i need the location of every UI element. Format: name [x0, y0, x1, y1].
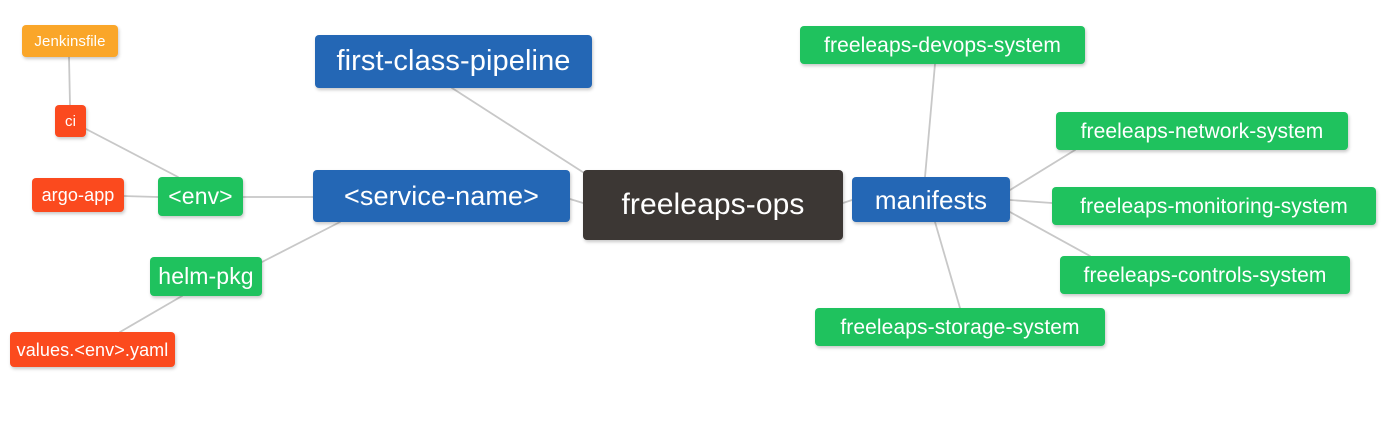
node-argo-app[interactable]: argo-app	[32, 178, 124, 212]
node-label-values-env-yaml: values.<env>.yaml	[16, 339, 169, 360]
edge-manifests-to-freeleaps-devops-system	[924, 63, 936, 178]
node-ci[interactable]: ci	[55, 105, 86, 137]
node-label-service-name: <service-name>	[344, 180, 539, 211]
node-label-helm-pkg: helm-pkg	[158, 263, 254, 289]
node-manifests[interactable]: manifests	[852, 177, 1010, 222]
node-label-manifests: manifests	[874, 184, 988, 215]
edge-env-to-ci	[85, 128, 179, 178]
node-label-freeleaps-ops: freeleaps-ops	[621, 188, 805, 221]
node-freeleaps-ops[interactable]: freeleaps-ops	[583, 170, 843, 240]
node-first-class-pipeline[interactable]: first-class-pipeline	[315, 35, 592, 88]
edge-helm-pkg-to-values-env-yaml	[119, 295, 183, 333]
node-label-ci: ci	[64, 112, 77, 130]
edge-ci-to-jenkinsfile	[68, 56, 71, 106]
node-label-freeleaps-storage-system: freeleaps-storage-system	[840, 315, 1080, 339]
node-label-freeleaps-monitoring-system: freeleaps-monitoring-system	[1080, 194, 1348, 218]
node-values-env-yaml[interactable]: values.<env>.yaml	[10, 332, 175, 367]
node-label-env: <env>	[168, 183, 233, 209]
edge-freeleaps-ops-to-manifests	[842, 199, 853, 204]
node-label-jenkinsfile: Jenkinsfile	[34, 32, 106, 50]
node-helm-pkg[interactable]: helm-pkg	[150, 257, 262, 296]
node-label-freeleaps-network-system: freeleaps-network-system	[1080, 119, 1324, 143]
node-label-freeleaps-controls-system: freeleaps-controls-system	[1083, 263, 1327, 287]
node-freeleaps-storage-system[interactable]: freeleaps-storage-system	[815, 308, 1105, 346]
node-env[interactable]: <env>	[158, 177, 243, 216]
edge-manifests-to-freeleaps-network-system	[1009, 149, 1076, 191]
node-freeleaps-monitoring-system[interactable]: freeleaps-monitoring-system	[1052, 187, 1376, 225]
edge-manifests-to-freeleaps-storage-system	[934, 221, 961, 309]
edge-freeleaps-ops-to-service-name	[569, 198, 584, 204]
edge-freeleaps-ops-to-first-class-pipeline	[451, 87, 593, 179]
node-label-argo-app: argo-app	[41, 185, 115, 205]
node-freeleaps-network-system[interactable]: freeleaps-network-system	[1056, 112, 1348, 150]
node-label-freeleaps-devops-system: freeleaps-devops-system	[824, 33, 1061, 57]
node-freeleaps-devops-system[interactable]: freeleaps-devops-system	[800, 26, 1085, 64]
node-jenkinsfile[interactable]: Jenkinsfile	[22, 25, 118, 57]
edge-env-to-argo-app	[123, 195, 159, 198]
node-service-name[interactable]: <service-name>	[313, 170, 570, 222]
node-freeleaps-controls-system[interactable]: freeleaps-controls-system	[1060, 256, 1350, 294]
edge-manifests-to-freeleaps-monitoring-system	[1009, 199, 1053, 204]
edge-service-name-to-helm-pkg	[261, 221, 341, 263]
node-label-first-class-pipeline: first-class-pipeline	[336, 45, 571, 77]
